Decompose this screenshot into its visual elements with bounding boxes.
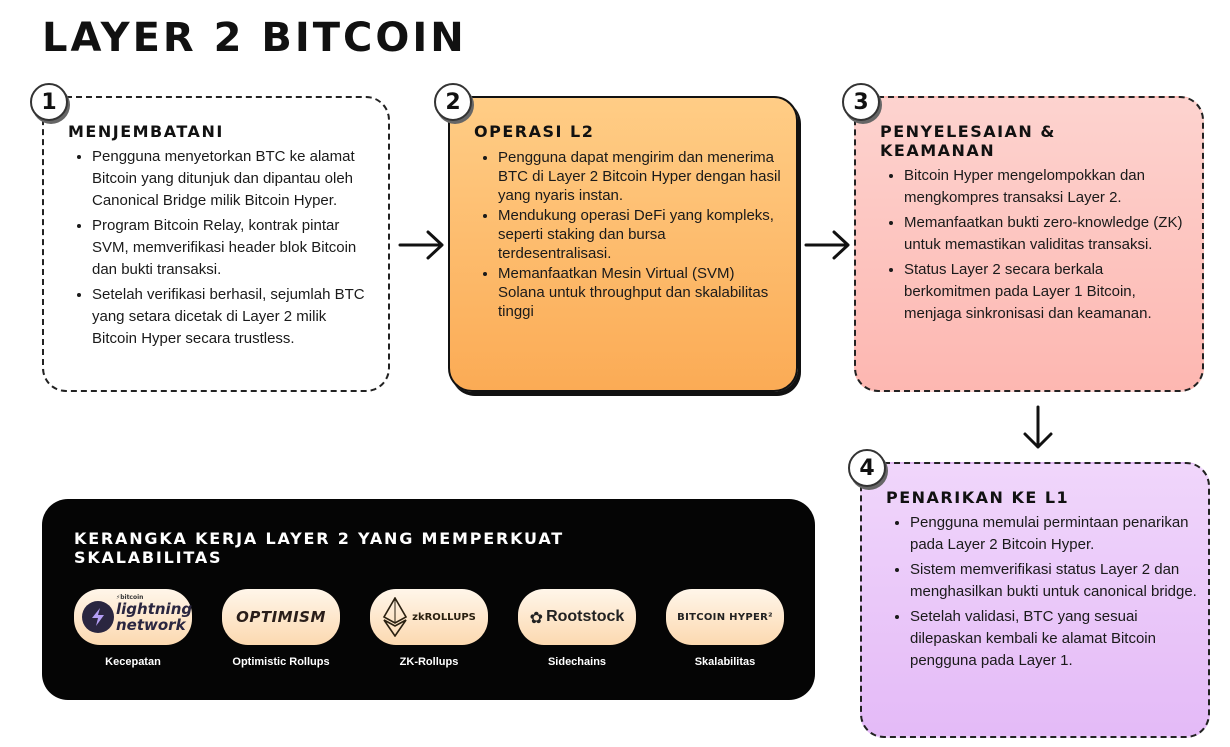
list-item: Memanfaatkan Mesin Virtual (SVM) Solana … bbox=[498, 264, 782, 321]
list-item: Mendukung operasi DeFi yang kompleks, se… bbox=[498, 206, 782, 263]
page-title: LAYER 2 BITCOIN bbox=[42, 15, 467, 61]
step-title: OPERASI L2 bbox=[474, 122, 595, 141]
framework-title-line: SKALABILITAS bbox=[74, 548, 223, 567]
ethereum-diamond-icon bbox=[383, 597, 408, 637]
framework-caption: Optimistic Rollups bbox=[232, 656, 330, 668]
step-title-line: KEAMANAN bbox=[880, 141, 996, 160]
step-title: PENYELESAIAN & KEAMANAN bbox=[880, 122, 1056, 160]
list-item: Pengguna memulai permintaan penarikan pa… bbox=[910, 512, 1200, 556]
list-item: Sistem memverifikasi status Layer 2 dan … bbox=[910, 559, 1200, 603]
step-card-1: MENJEMBATANI Pengguna menyetorkan BTC ke… bbox=[42, 96, 390, 392]
logo-text: network bbox=[116, 616, 186, 634]
lightning-bolt-icon bbox=[82, 601, 114, 633]
step-number-badge: 4 bbox=[848, 449, 886, 487]
framework-caption: Sidechains bbox=[547, 656, 607, 668]
step-bullets: Pengguna menyetorkan BTC ke alamat Bitco… bbox=[92, 146, 374, 353]
logo-text: BITCOIN HYPER² bbox=[677, 611, 773, 623]
list-item: Pengguna menyetorkan BTC ke alamat Bitco… bbox=[92, 146, 374, 212]
list-item: Bitcoin Hyper mengelompokkan dan mengkom… bbox=[904, 165, 1194, 209]
list-item: Status Layer 2 secara berkala berkomitme… bbox=[904, 259, 1194, 325]
logo-text: Rootstock bbox=[546, 608, 625, 625]
framework-caption: Skalabilitas bbox=[694, 656, 756, 668]
lightning-network-logo: ⚡bitcoin lightning network bbox=[74, 589, 192, 645]
step-bullets: Pengguna memulai permintaan penarikan pa… bbox=[910, 512, 1200, 675]
rootstock-icon: ✿ bbox=[529, 607, 544, 627]
step-card-2: OPERASI L2 Pengguna dapat mengirim dan m… bbox=[448, 96, 798, 392]
optimism-logo: OPTIMISM bbox=[222, 589, 340, 645]
rootstock-logo: ✿ Rootstock bbox=[518, 589, 636, 645]
arrow-down-icon bbox=[1023, 405, 1053, 449]
list-item: Pengguna dapat mengirim dan menerima BTC… bbox=[498, 148, 782, 205]
framework-caption: ZK-Rollups bbox=[399, 656, 459, 668]
framework-title: KERANGKA KERJA LAYER 2 YANG MEMPERKUAT S… bbox=[74, 529, 564, 567]
logo-text: lightning bbox=[116, 600, 193, 618]
step-title-line: PENYELESAIAN & bbox=[880, 122, 1056, 141]
step-bullets: Bitcoin Hyper mengelompokkan dan mengkom… bbox=[904, 165, 1194, 328]
logo-small-text: ⚡bitcoin bbox=[116, 594, 144, 601]
framework-caption: Kecepatan bbox=[105, 656, 161, 668]
step-number-badge: 3 bbox=[842, 83, 880, 121]
step-number-badge: 2 bbox=[434, 83, 472, 121]
step-card-4: PENARIKAN KE L1 Pengguna memulai permint… bbox=[860, 462, 1210, 738]
bitcoin-hyper-logo: BITCOIN HYPER² bbox=[666, 589, 784, 645]
arrow-right-icon bbox=[398, 230, 444, 260]
step-card-3: PENYELESAIAN & KEAMANAN Bitcoin Hyper me… bbox=[854, 96, 1204, 392]
arrow-right-icon bbox=[804, 230, 850, 260]
step-bullets: Pengguna dapat mengirim dan menerima BTC… bbox=[498, 148, 782, 322]
logo-text: OPTIMISM bbox=[236, 608, 326, 626]
framework-panel: KERANGKA KERJA LAYER 2 YANG MEMPERKUAT S… bbox=[42, 499, 815, 700]
list-item: Setelah verifikasi berhasil, sejumlah BT… bbox=[92, 284, 374, 350]
step-title: PENARIKAN KE L1 bbox=[886, 488, 1070, 507]
framework-title-line: KERANGKA KERJA LAYER 2 YANG MEMPERKUAT bbox=[74, 529, 564, 548]
step-number-badge: 1 bbox=[30, 83, 68, 121]
zkrollups-logo: zkROLLUPS bbox=[370, 589, 488, 645]
list-item: Program Bitcoin Relay, kontrak pintar SV… bbox=[92, 215, 374, 281]
list-item: Setelah validasi, BTC yang sesuai dilepa… bbox=[910, 606, 1200, 672]
step-title: MENJEMBATANI bbox=[68, 122, 224, 141]
logo-text: zkROLLUPS bbox=[412, 611, 476, 623]
list-item: Memanfaatkan bukti zero-knowledge (ZK) u… bbox=[904, 212, 1194, 256]
